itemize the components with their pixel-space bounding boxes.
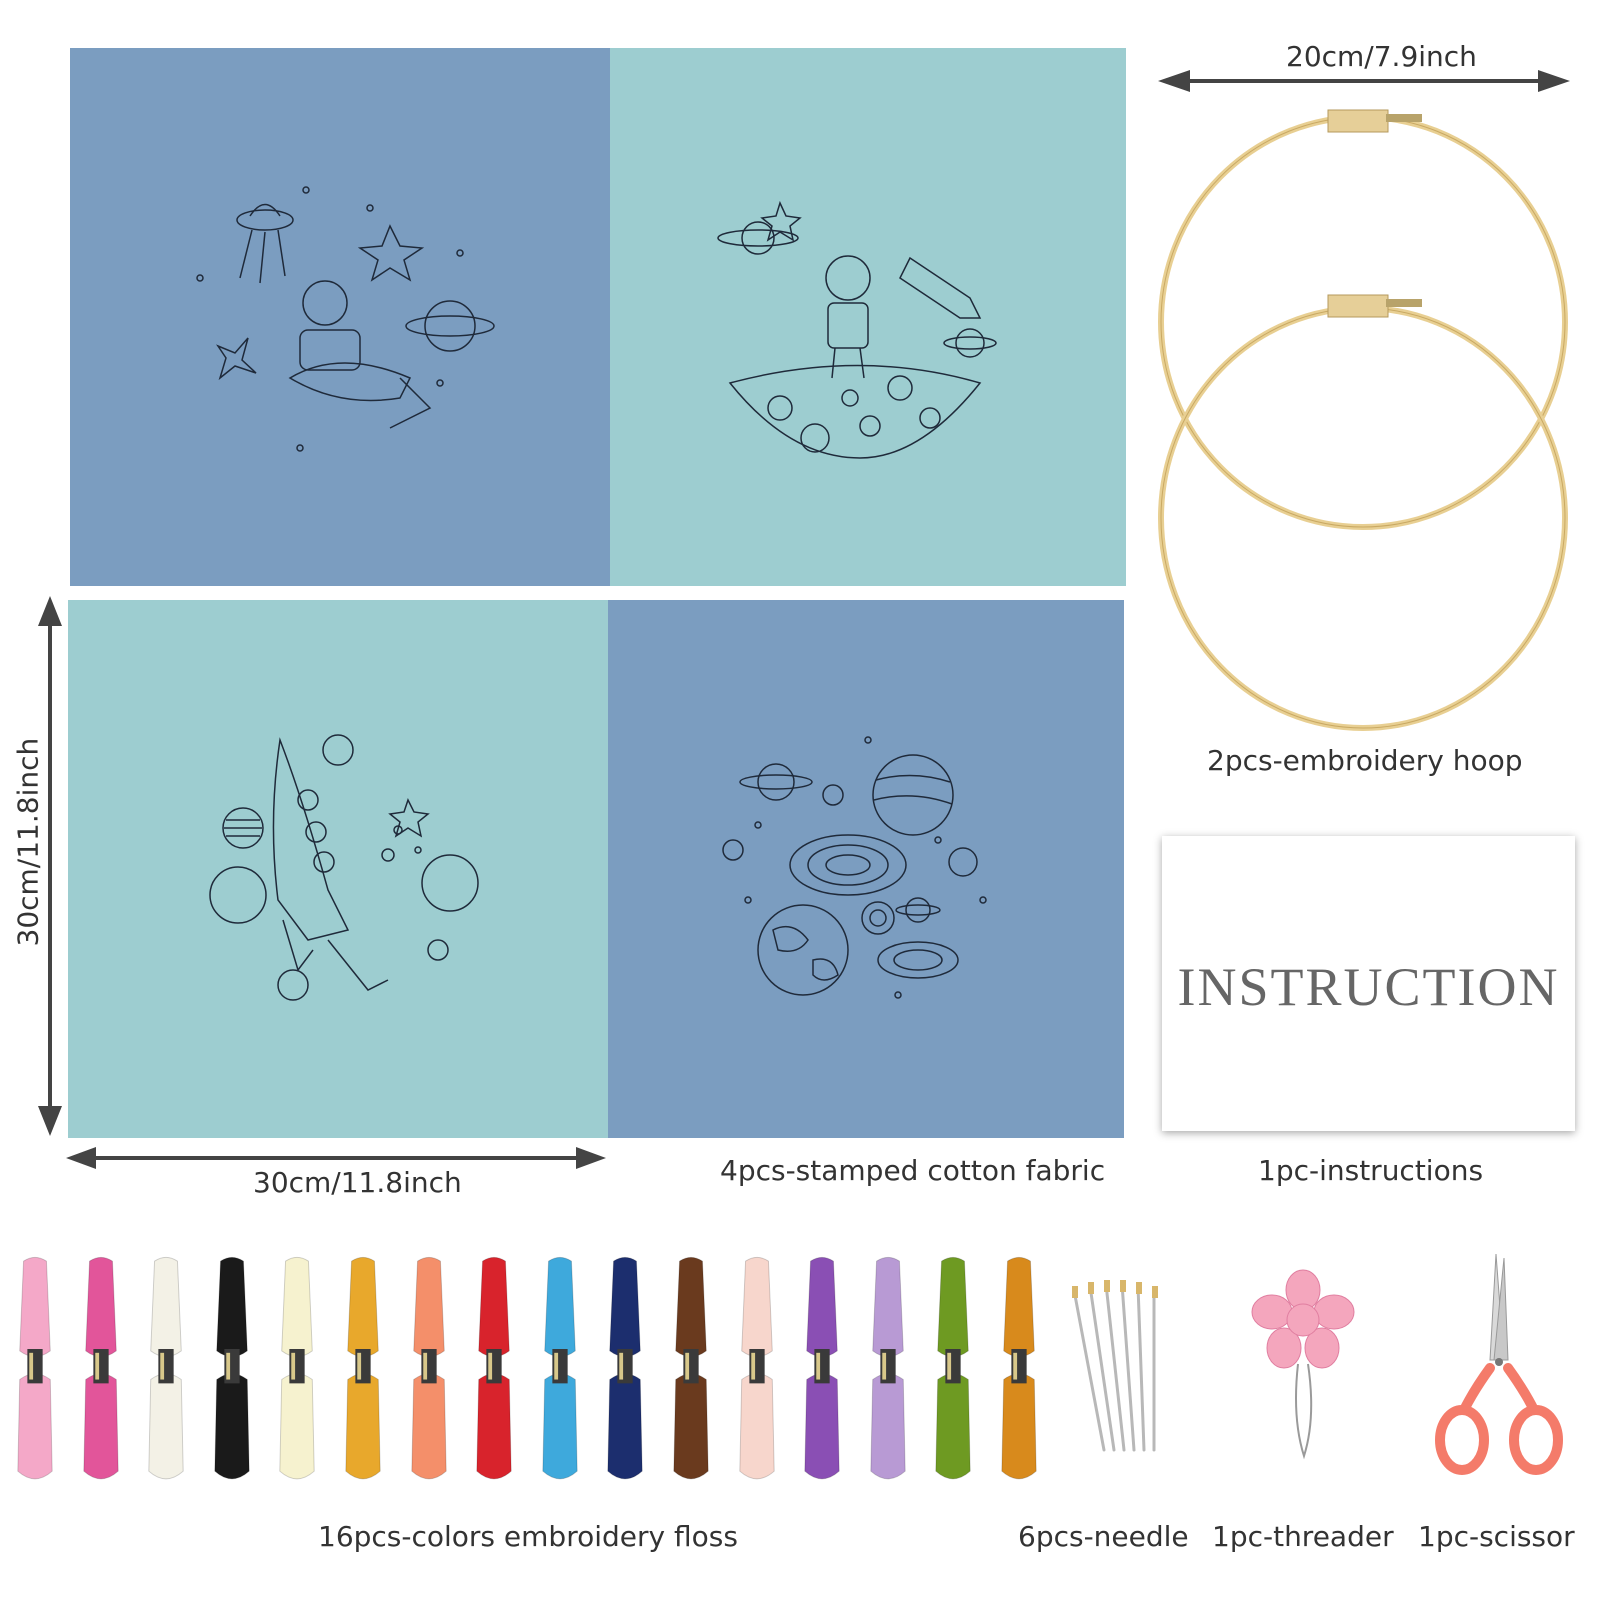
planet-icon xyxy=(405,300,495,352)
floss-skein xyxy=(542,1256,578,1480)
floss-skein xyxy=(345,1256,381,1480)
hoop-width-arrow xyxy=(1158,70,1570,92)
earth-icon xyxy=(421,854,479,912)
fabric-panel-astronaut-rocket xyxy=(70,48,610,586)
instructions-label: 1pc-instructions xyxy=(1258,1154,1484,1187)
fabric-width-label: 30cm/11.8inch xyxy=(253,1166,462,1199)
floss-label: 16pcs-colors embroidery floss xyxy=(318,1520,738,1553)
threader-icon xyxy=(1251,1269,1355,1460)
rocket-icon xyxy=(272,737,389,991)
fabric-height-arrow xyxy=(38,596,62,1136)
ufo-icon xyxy=(236,203,294,284)
fabric-label: 4pcs-stamped cotton fabric xyxy=(720,1154,1106,1187)
floss-skein xyxy=(673,1256,709,1480)
fabric-panel-galaxy xyxy=(608,600,1124,1138)
needle-icon xyxy=(1072,1280,1158,1452)
floss-skein xyxy=(476,1256,512,1480)
floss-skein xyxy=(870,1256,906,1480)
moon-icon xyxy=(728,364,982,459)
planet-icon xyxy=(739,754,954,923)
floss-skein xyxy=(82,1256,119,1480)
instruction-card-title: INSTRUCTION xyxy=(1177,957,1560,1017)
planet-icon xyxy=(717,221,799,255)
hoop-size-label: 20cm/7.9inch xyxy=(1286,40,1477,73)
instruction-card: INSTRUCTION xyxy=(1162,836,1575,1131)
rocket-icon xyxy=(899,256,982,319)
floss-skein xyxy=(17,1256,53,1480)
astronaut-icon xyxy=(825,255,871,379)
floss-skein xyxy=(935,1256,972,1480)
astronaut-icon xyxy=(299,280,361,371)
floss-skein xyxy=(804,1256,840,1480)
rocket-icon xyxy=(288,362,432,429)
fabric-height-label: 30cm/11.8inch xyxy=(11,737,45,947)
floss-skein xyxy=(410,1256,447,1480)
floss-skein xyxy=(1001,1256,1037,1480)
scissor-icon xyxy=(1435,1253,1563,1475)
floss-skein xyxy=(214,1256,250,1480)
hoop-icon xyxy=(1158,109,1568,731)
floss-skein xyxy=(738,1256,775,1480)
scissor-label: 1pc-scissor xyxy=(1418,1520,1575,1553)
earth-icon xyxy=(757,904,849,996)
threader-label: 1pc-threader xyxy=(1212,1520,1394,1553)
floss-skein xyxy=(607,1256,644,1480)
hoop-label: 2pcs-embroidery hoop xyxy=(1207,744,1523,777)
galaxy-icon xyxy=(789,834,959,979)
fabric-panel-astronaut-moon xyxy=(610,48,1126,586)
needle-label: 6pcs-needle xyxy=(1018,1520,1189,1553)
floss-skein xyxy=(148,1256,184,1480)
planet-icon xyxy=(209,807,267,924)
fabric-width-arrow xyxy=(66,1147,606,1169)
fabric-panel-rocket-planets xyxy=(68,600,608,1138)
floss-skein xyxy=(279,1256,316,1480)
